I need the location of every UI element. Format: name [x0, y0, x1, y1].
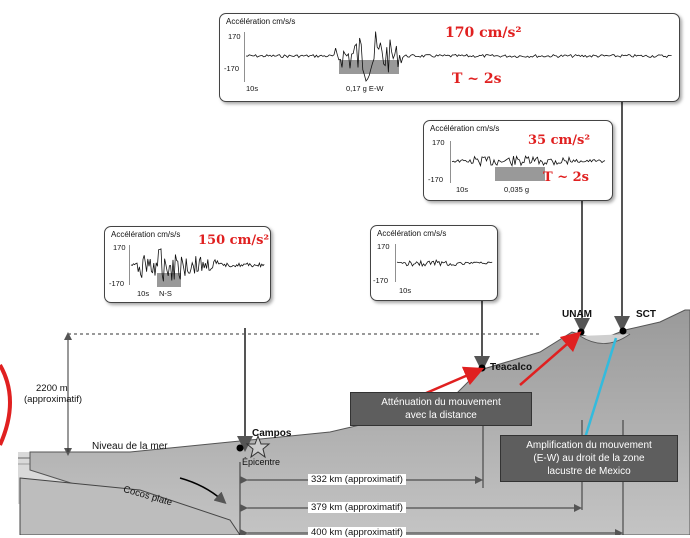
- station-campos: [236, 444, 244, 452]
- lacustrine-basin: [579, 333, 631, 344]
- distance-sct: 400 km (approximatif): [308, 527, 406, 538]
- epicentre-star: [245, 434, 271, 459]
- y-max-tick: 170: [228, 32, 241, 41]
- label-sea-level: Niveau de la mer: [92, 441, 168, 452]
- waveform-teacalco: [395, 244, 493, 282]
- label-epicentre: Épicentre: [242, 457, 281, 467]
- y-min-tick: -170: [373, 276, 389, 285]
- seismogram-campos: Accélération cm/s/s 170 -170 10s N-S 150…: [104, 226, 271, 303]
- callout-line: Atténuation du mouvement: [381, 397, 501, 408]
- peak-label: 0,17 g E-W: [346, 84, 384, 93]
- label-teacalco: Teacalco: [490, 362, 533, 373]
- callout-line: avec la distance: [405, 410, 477, 421]
- waveform-campos: [129, 245, 265, 287]
- peak-value: 170 cm/s²: [445, 25, 522, 41]
- time-label: 10s: [246, 84, 259, 93]
- time-label: 10s: [456, 185, 469, 194]
- waveform-unam: [450, 141, 606, 183]
- y-min-tick: -170: [109, 279, 125, 288]
- cocos-plate: [19, 477, 241, 535]
- callout-line: Amplification du mouvement: [526, 440, 652, 451]
- y-max-tick: 170: [113, 243, 126, 252]
- period-value: T ~ 2s: [452, 71, 502, 87]
- plate-arrow: [179, 477, 227, 504]
- callout-attenuation: Atténuation du mouvement avec la distanc…: [350, 392, 532, 426]
- label-unam: UNAM: [562, 309, 592, 320]
- period-value: T ~ 2s: [543, 170, 589, 185]
- seismogram-teacalco: Accélération cm/s/s 170 -170 10s: [370, 225, 498, 301]
- waveform-sct: [244, 31, 672, 82]
- callout-line: lacustre de Mexico: [547, 466, 631, 477]
- station-sct: [619, 327, 627, 335]
- peak-value: 35 cm/s²: [528, 133, 591, 148]
- label-elevation-note: (approximatif): [24, 394, 83, 405]
- time-label: 10s: [137, 289, 150, 298]
- y-max-tick: 170: [432, 138, 445, 147]
- y-min-tick: -170: [224, 64, 240, 73]
- peak-label: 0,035 g: [504, 185, 530, 194]
- label-sct: SCT: [636, 309, 656, 320]
- y-max-tick: 170: [377, 242, 390, 251]
- station-teacalco: [478, 364, 486, 372]
- box-title: Accélération cm/s/s: [226, 17, 296, 26]
- station-unam: [577, 328, 585, 336]
- peak-value: 150 cm/s²: [198, 233, 270, 248]
- distance-unam: 379 km (approximatif): [308, 502, 406, 513]
- seismogram-unam: Accélération cm/s/s 170 -170 10s 0,035 g…: [423, 120, 613, 201]
- callout-amplification: Amplification du mouvement (E-W) au droi…: [500, 435, 678, 482]
- box-title: Accélération cm/s/s: [377, 229, 447, 238]
- callout-line: (E-W) au droit de la zone: [533, 453, 645, 464]
- time-label: 10s: [399, 286, 412, 295]
- box-title: Accélération cm/s/s: [111, 230, 181, 239]
- seismogram-sct: Accélération cm/s/s 170 -170 10s 0,17 g …: [219, 13, 680, 102]
- distance-teacalco: 332 km (approximatif): [308, 474, 406, 485]
- label-campos: Campos: [252, 428, 292, 439]
- label-elevation: 2200 m: [36, 383, 68, 394]
- peak-label: N-S: [159, 289, 172, 298]
- y-min-tick: -170: [428, 175, 444, 184]
- box-title: Accélération cm/s/s: [430, 124, 500, 133]
- red-arc: [0, 364, 12, 446]
